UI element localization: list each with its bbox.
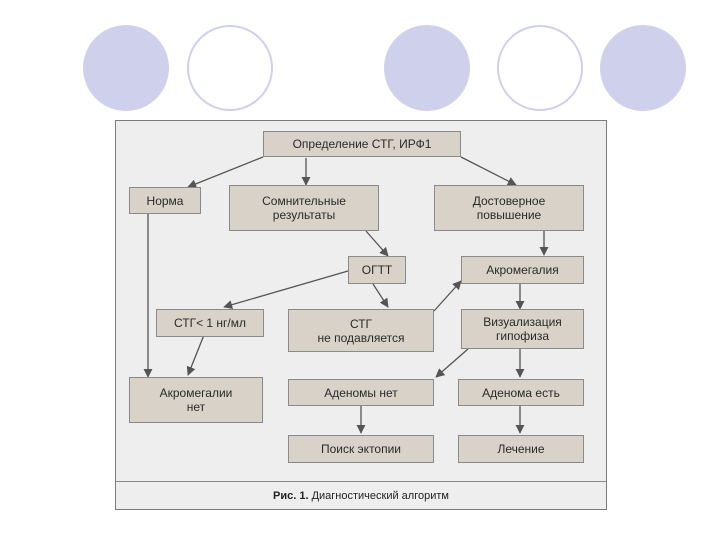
caption-label: Рис. 1. <box>273 490 309 502</box>
figure-caption: Рис. 1. Диагностический алгоритм <box>116 485 606 507</box>
decor-circle-1 <box>83 25 169 111</box>
decor-circle-5 <box>600 25 686 111</box>
edge-stglow-no-acromegaly <box>186 334 205 376</box>
edge-root-reliable <box>460 156 517 186</box>
node-stg-low: СТГ< 1 нг/мл <box>156 309 264 337</box>
node-adenoma: Аденома есть <box>458 379 584 406</box>
diagram-edges <box>143 156 549 434</box>
node-reliable: Достоверное повышение <box>434 185 584 231</box>
node-doubtful: Сомнительные результаты <box>229 185 379 231</box>
node-no-acromegaly: Акромегалии нет <box>129 377 263 423</box>
edge-doubtful-ogtt <box>365 230 389 257</box>
node-ectopia: Поиск эктопии <box>288 435 434 463</box>
node-ogtt: ОГТТ <box>348 256 406 284</box>
node-stg-not-suppressed: СТГ не подавляется <box>288 309 434 352</box>
node-visualization: Визуализация гипофиза <box>461 309 584 349</box>
edge-root-norma <box>187 156 264 189</box>
edge-ogtt-stglow <box>223 270 349 310</box>
node-acromegaly: Акромегалия <box>461 256 584 284</box>
decor-circle-3 <box>384 25 470 111</box>
node-root: Определение СТГ, ИРФ1 <box>263 131 461 157</box>
decor-circle-2 <box>187 25 273 111</box>
edge-notsuppressed-acromegaly <box>433 280 462 312</box>
caption-divider <box>116 481 606 482</box>
decor-circle-4 <box>497 25 583 111</box>
caption-text: Диагностический алгоритм <box>311 490 449 502</box>
edge-visualization-no-adenoma <box>435 348 469 378</box>
node-norma: Норма <box>129 187 201 214</box>
diagram-figure: Определение СТГ, ИРФ1 Норма Сомнительные… <box>115 120 607 510</box>
node-treatment: Лечение <box>458 435 584 463</box>
node-no-adenoma: Аденомы нет <box>288 379 434 406</box>
edge-ogtt-notsuppressed <box>372 283 389 308</box>
